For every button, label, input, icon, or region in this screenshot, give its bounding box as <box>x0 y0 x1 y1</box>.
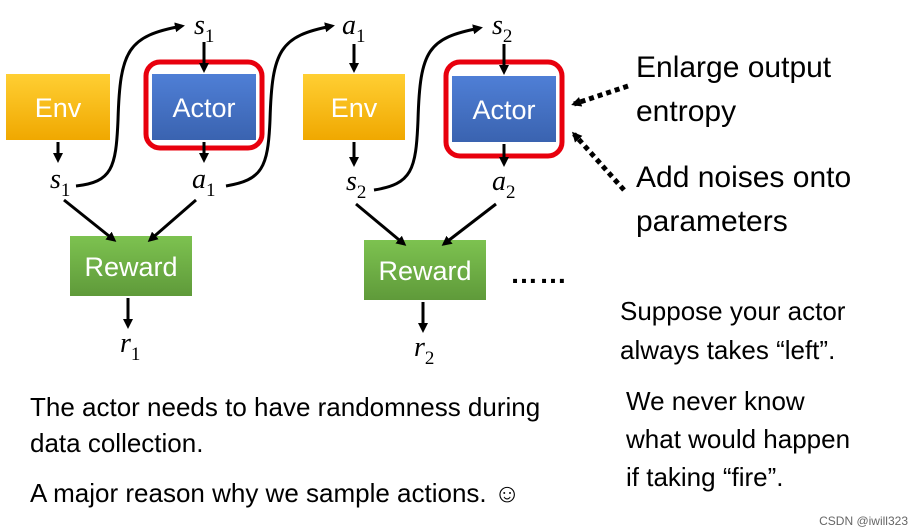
s1-top: s1 <box>194 10 214 47</box>
actor-box-2: Actor <box>443 59 565 159</box>
actor-label-2: Actor <box>472 95 535 125</box>
arrow-s2-reward2 <box>355 202 407 246</box>
never-line1: We never know <box>626 386 805 416</box>
never-line3: if taking “fire”. <box>626 462 784 492</box>
env-box-2: Env <box>303 74 405 140</box>
env-box-1: Env <box>6 74 110 140</box>
dotted-arrow-entropy <box>571 83 629 107</box>
s1-left: s1 <box>50 164 70 201</box>
exploration-arrows <box>571 83 629 192</box>
dotted-arrow-noise <box>572 131 626 192</box>
s2-top: s2 <box>492 10 512 47</box>
reward-box-2: Reward <box>364 240 486 300</box>
reward-box-1: Reward <box>70 236 192 296</box>
curved-arrows <box>75 22 483 192</box>
enlarge-line1: Enlarge output <box>636 51 832 84</box>
env-label-2: Env <box>331 93 378 123</box>
a1-top: a1 <box>342 10 366 47</box>
curve-s2-to-top <box>373 24 483 192</box>
curve-s1-to-top <box>75 22 185 188</box>
watermark: CSDN @iwill323 <box>819 514 908 528</box>
reward-label-2: Reward <box>378 256 471 286</box>
ellipsis: …… <box>510 258 568 289</box>
s2-left: s2 <box>346 166 366 203</box>
arrow-a2-reward2 <box>441 202 497 246</box>
arrow-a1-reward1 <box>147 198 197 242</box>
r1-output: r1 <box>120 328 140 365</box>
r2-output: r2 <box>414 332 434 369</box>
arrows <box>53 42 509 333</box>
noise-line1: Add noises onto <box>636 161 852 194</box>
noise-line2: parameters <box>636 205 788 238</box>
bottom-line1: The actor needs to have randomness durin… <box>30 392 541 422</box>
suppose-line2: always takes “left”. <box>620 335 836 365</box>
curve-a1-to-top <box>225 22 335 188</box>
env-label-1: Env <box>35 93 82 123</box>
bottom-line2: data collection. <box>30 428 204 458</box>
a2-right: a2 <box>492 166 516 203</box>
suppose-line1: Suppose your actor <box>620 296 846 326</box>
bottom-line3: A major reason why we sample actions. ☺ <box>30 478 521 508</box>
actor-box-1: Actor <box>143 59 265 151</box>
reward-label-1: Reward <box>84 252 177 282</box>
a1-right: a1 <box>192 164 216 201</box>
enlarge-line2: entropy <box>636 95 737 128</box>
actor-label-1: Actor <box>172 93 235 123</box>
never-line2: what would happen <box>626 424 851 454</box>
arrow-s1-reward1 <box>63 198 117 242</box>
